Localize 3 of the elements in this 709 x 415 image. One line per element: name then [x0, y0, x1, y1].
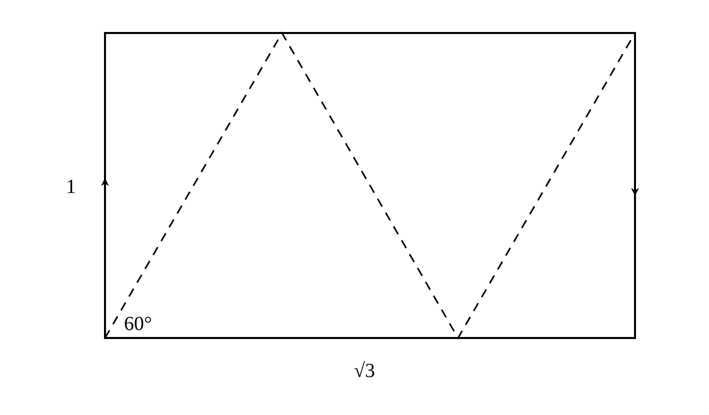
angle-label: 60°	[124, 313, 152, 335]
side-length-label: √3	[354, 360, 375, 382]
side-length-label: 1	[66, 176, 76, 198]
